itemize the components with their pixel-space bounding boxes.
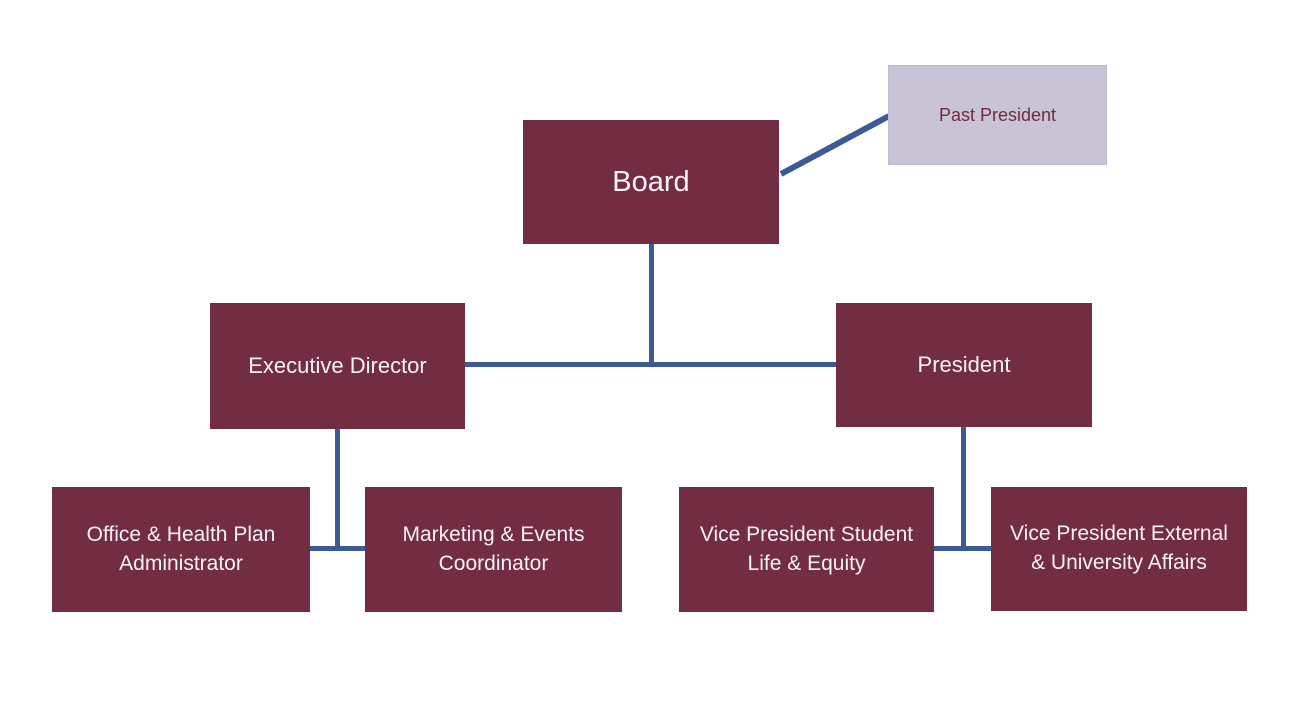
org-node-president: President xyxy=(836,303,1092,427)
org-node-office-health-plan-administrator-label: Office & Health Plan Administrator xyxy=(86,522,276,575)
org-node-marketing-events-coordinator: Marketing & Events Coordinator xyxy=(365,487,622,612)
org-node-past-president-label: Past President xyxy=(938,104,1057,125)
org-node-marketing-events-coordinator-label: Marketing & Events Coordinator xyxy=(402,522,585,575)
org-node-board-label: Board xyxy=(612,165,690,198)
org-node-vp-student-life-equity: Vice President Student Life & Equity xyxy=(679,487,934,612)
connector-board-to-past-president xyxy=(779,113,891,177)
org-node-vp-student-life-equity-label: Vice President Student Life & Equity xyxy=(699,522,914,575)
org-node-executive-director-label: Executive Director xyxy=(248,352,427,378)
org-node-office-health-plan-administrator: Office & Health Plan Administrator xyxy=(52,487,310,612)
org-node-vp-external-university-affairs-label: Vice President External & University Aff… xyxy=(1010,522,1228,574)
org-node-president-label: President xyxy=(917,351,1011,377)
org-node-past-president: Past President xyxy=(888,65,1107,165)
org-node-board: Board xyxy=(523,120,779,244)
org-node-executive-director: Executive Director xyxy=(210,303,465,429)
org-node-vp-external-university-affairs: Vice President External & University Aff… xyxy=(991,487,1247,611)
